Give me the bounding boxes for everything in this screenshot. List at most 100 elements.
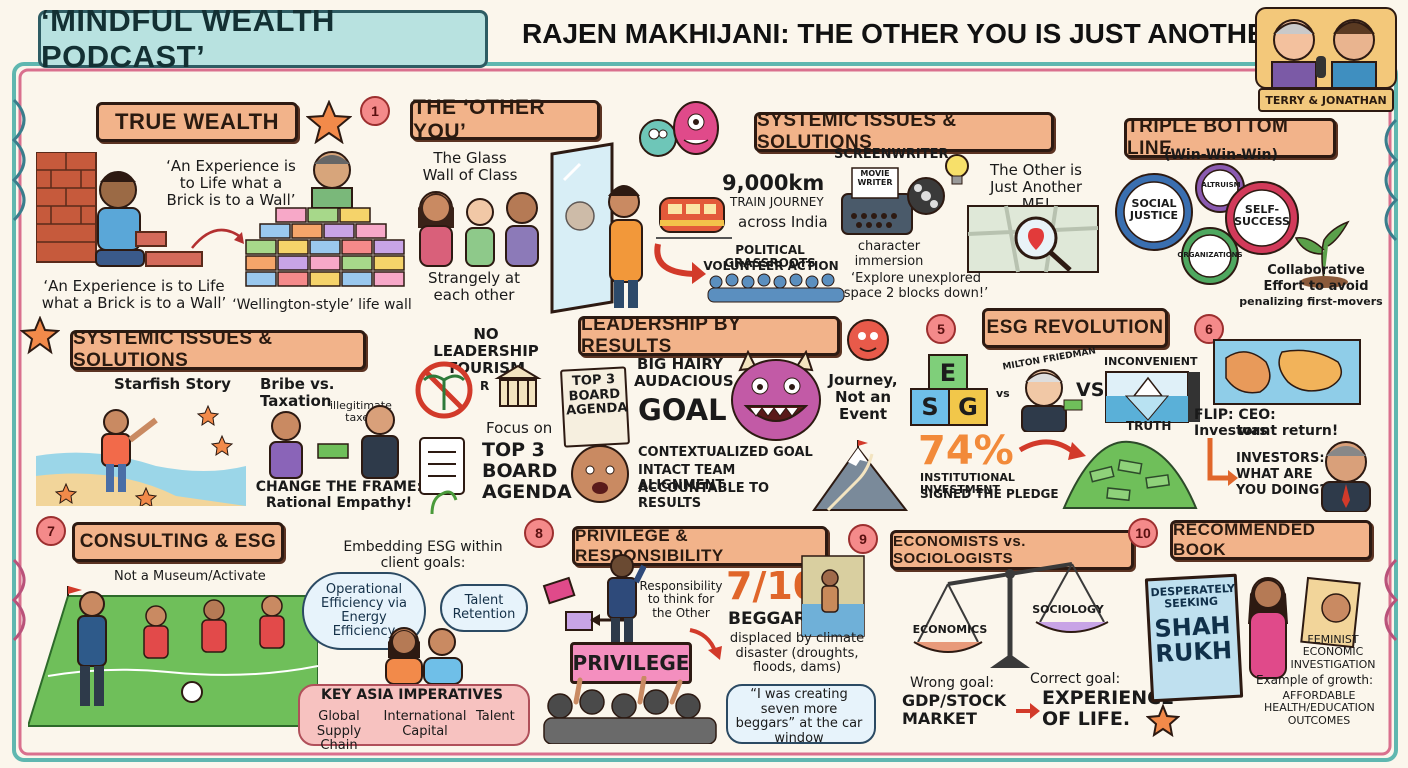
systemic-left-ribbon: SYSTEMIC ISSUES & SOLUTIONS [70,328,366,371]
section-number-5: 5 [926,314,956,344]
international-capital: International Capital [383,709,467,739]
experience-of-life: EXPERIENCE OF LIFE. [1042,687,1175,731]
privilege-title: PRIVILEGE & RESPONSIBILITY [575,526,724,565]
no-leadership-tourism: NO LEADERSHIP TOURISM [433,325,539,377]
gear-organizations: ORGANIZATIONS [1177,251,1243,259]
gears-illustration [1115,163,1350,288]
systemic-top-title: SYSTEMIC ISSUES & SOLUTIONS [757,110,957,153]
red-monster-icon [847,319,889,361]
starfish-story: Starfish Story [114,375,231,393]
pledge-line-2: SIGNED THE PLEDGE [920,487,1059,501]
hosts-portrait [1255,7,1397,89]
triple-subtitle: (Win-Win-Win) [1164,147,1278,163]
triple-bottom-line-title: TRIPLE BOTTOM LINE [1127,116,1289,159]
crowd-hands-illustration [543,676,717,744]
bullet-2: INTACT TEAM ALIGNMENT [638,463,736,493]
red-arrow-icon [1018,439,1086,460]
talent-retention: Talent Retention [452,593,516,622]
true-wealth-title: TRUE WEALTH [115,109,279,134]
book-cover-line-1: DESPERATELY SEEKING [1150,581,1236,611]
episode-title: RAJEN MAKHIJANI: THE OTHER YOU IS JUST A… [522,18,1336,49]
pledge-line-1: INSTITUTIONAL INVESTMENT [920,471,1015,497]
starfish-icon [306,100,352,144]
football-field-illustration [28,586,318,727]
other-you-title: THE ‘OTHER YOU’ [413,96,546,143]
volunteer-action: VOLUNTEER ACTION [703,259,839,273]
beggars-quote: “I was creating seven more beggars” at t… [735,687,863,746]
brick-builder-illustration [36,152,203,267]
iceberg-film-illustration [1105,371,1200,423]
not-a-museum: Not a Museum/Activate [114,569,266,584]
book-cover: DESPERATELY SEEKING SHAH RUKH [1144,573,1244,703]
world-map-illustration [1213,339,1361,405]
map-magnifier-illustration [967,205,1099,273]
two-people-illustration [385,627,463,684]
consulting-ribbon: CONSULTING & ESG [72,522,284,562]
typewriter-film-illustration [841,167,945,235]
big-hairy-audacious: BIG HAIRY AUDACIOUS [634,355,734,390]
starfish-icon [20,316,60,355]
red-arrow-icon [1016,703,1040,719]
arrow-icon [191,228,244,249]
book-title: RECOMMENDED BOOK [1173,520,1316,559]
explore-quote: ‘Explore unexplored space 2 blocks down!… [843,271,989,301]
glass-wall-label: The Glass Wall of Class [422,149,518,184]
bribe-vs-taxation: Bribe vs. Taxation [260,375,335,410]
displaced-text: displaced by climate disaster (droughts,… [729,631,865,676]
systemic-left-title: SYSTEMIC ISSUES & SOLUTIONS [73,328,273,371]
screenwriter-label: SCREENWRITER [834,147,949,162]
monster-icons [639,101,719,157]
no-tourism-icons [415,361,542,419]
gear-self-success: SELF-SUCCESS [1234,203,1290,229]
esg-block-s: S [910,388,950,426]
glass-wall-mirror-illustration [550,142,643,314]
investors-line-3: YOU DOING? [1236,483,1327,498]
other-you-ribbon: THE ‘OTHER YOU’ [410,96,600,143]
friedman-portrait [1021,369,1083,432]
flood-figure-illustration [801,555,865,637]
podcast-title: ‘MINDFUL WEALTH PODCAST’ [41,3,335,74]
hosts-label: TERRY & JONATHAN [1265,93,1387,107]
key-asia-box [298,684,530,746]
collab-line-3: penalizing first-movers [1239,295,1383,308]
esg-revolution-title: ESG REVOLUTION [986,317,1164,338]
author-illustration [1248,576,1361,679]
key-asia-imperatives: KEY ASIA IMPERATIVES [321,687,503,703]
life-wall-caption: ‘Wellington-style’ life wall [232,297,412,313]
esg-block-g: G [948,388,988,426]
gear-altruism: ALTRUISM [1201,181,1241,189]
wrong-goal: Wrong goal: [910,675,995,691]
goal-label: GOAL [638,393,727,427]
train-icon [656,197,732,239]
money-pile-illustration [1062,440,1198,509]
crowd-illustration [707,273,845,303]
red-arrow-icon [689,628,722,660]
bullet-1: CONTEXTUALIZED GOAL [638,445,813,460]
across-india: across India [738,213,828,231]
ceo-portrait [1321,441,1371,512]
beggars-label: BEGGARS [728,609,819,629]
board-agenda-note: TOP 3 BOARD AGENDA [560,366,630,448]
train-journey: TRAIN JOURNEY [730,195,824,209]
section-number-10: 10 [1128,518,1158,548]
investors-line-1: INVESTORS: [1236,451,1325,466]
talent-retention-bubble: Talent Retention [440,584,528,632]
life-wall-illustration [245,151,405,287]
beach-starfish-illustration [36,404,246,506]
gear-social-justice: SOCIAL JUSTICE [1129,197,1179,223]
hosts-label-ribbon: TERRY & JONATHAN [1258,88,1394,112]
podcast-title-box: ‘MINDFUL WEALTH PODCAST’ [38,3,488,74]
movie-writer-label: MOVIE WRITER [857,169,893,187]
r-letter: R [480,379,490,393]
speaker-illustration [607,554,646,642]
balance-scale-illustration [913,562,1109,668]
section-number-7: 7 [36,516,66,546]
pink-monster-illustration [731,350,821,441]
global-supply-chain: Global Supply Chain [316,709,362,754]
mountain-path-illustration [812,440,909,512]
beggars-quote-box [726,684,876,744]
correct-goal: Correct goal: [1030,671,1121,687]
talent-label: Talent [476,709,515,724]
collab-line-1: Collaborative [1267,263,1365,278]
